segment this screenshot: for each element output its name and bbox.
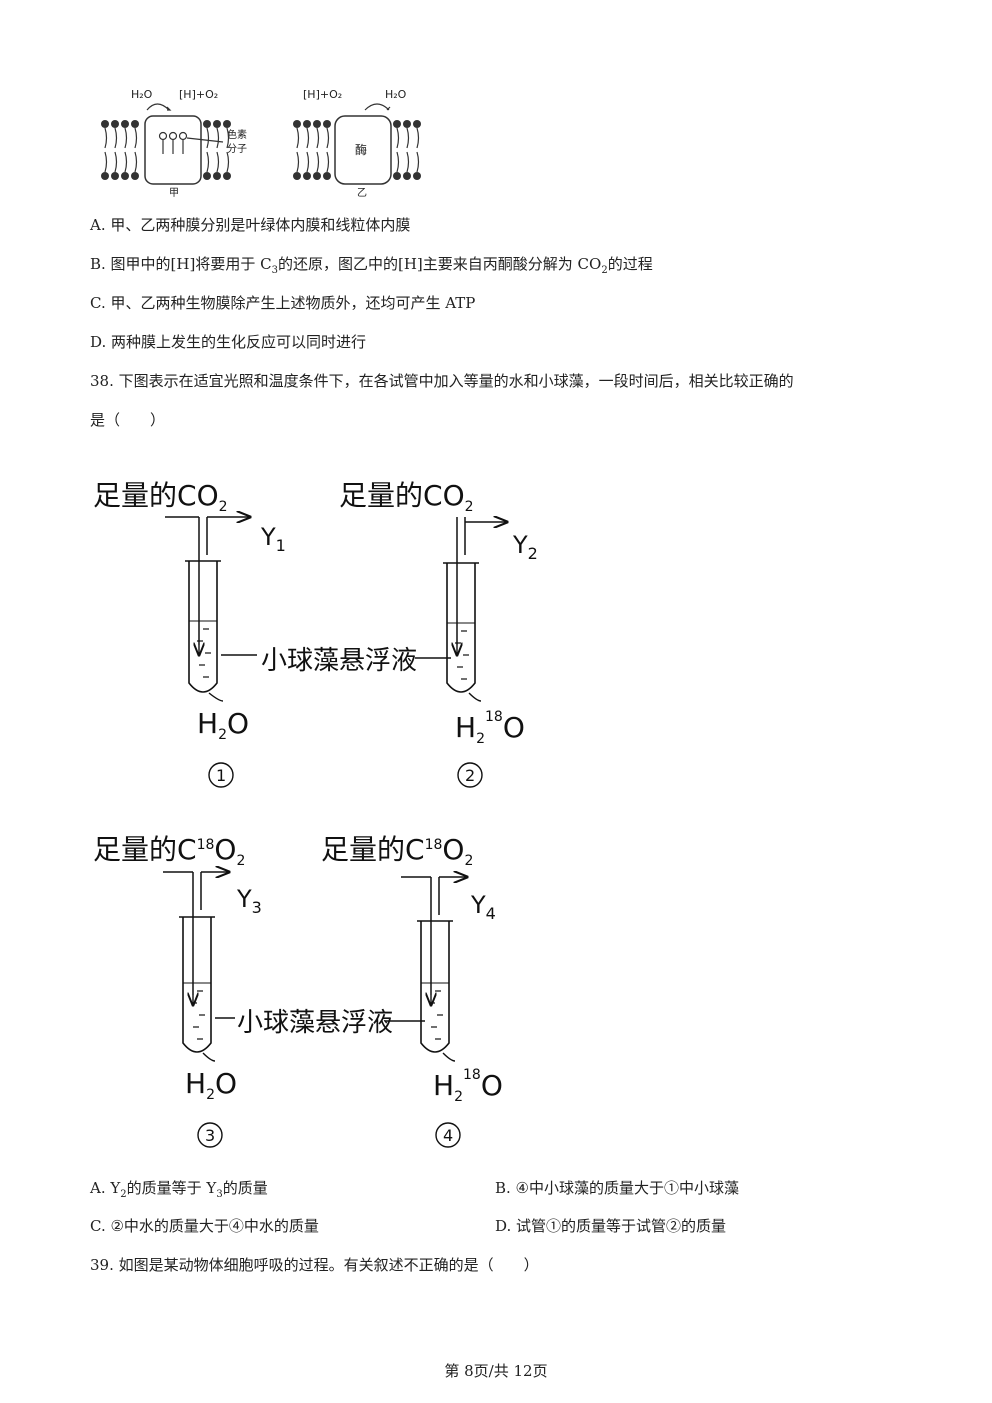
tube4-gas-prefix: 足量的 (321, 833, 405, 866)
tube-2: 足量的CO2 Y2 H218O 2 ② (339, 479, 538, 788)
tube4-gas-sub: 2 (464, 853, 473, 869)
jia-right-label: [H]+O₂ (179, 88, 218, 101)
q38-a-pre: A. Y (90, 1179, 121, 1197)
svg-text:足量的C18O2: 足量的C18O2 (321, 833, 473, 869)
tube4-gas: C (405, 833, 425, 866)
yi-left-label: [H]+O₂ (303, 88, 342, 101)
tube3-gas2: O (214, 833, 236, 866)
tube2-water-sup: 18 (485, 709, 503, 725)
tube4-water-sup: 18 (463, 1067, 481, 1083)
q37-option-d: D. 两种膜上发生的生化反应可以同时进行 (90, 333, 367, 351)
tube-3: 足量的C18O2 Y3 H2O 3 ③ (93, 833, 262, 1148)
tube1-gas: CO (177, 479, 219, 512)
suspension-label-top: 小球藻悬浮液 (261, 646, 417, 676)
svg-text:H2O: H2O (185, 1067, 237, 1103)
tube2-out: Y (512, 531, 528, 559)
yi-enzyme-label: 酶 (355, 142, 367, 157)
jia-pigment-label-1: 色素 (227, 128, 247, 141)
q38-stem-line2: 是（ ） (90, 411, 166, 429)
q37-b-sub: 3 (271, 265, 278, 276)
q37-b-sub2: 2 (601, 265, 608, 276)
tube2-out-sub: 2 (528, 544, 538, 563)
jia-caption: 甲 (169, 188, 179, 199)
q37-option-c: C. 甲、乙两种生物膜除产生上述物质外，还均可产生 ATP (90, 294, 476, 312)
tube2-gas-sub: 2 (465, 499, 474, 515)
tube3-gas-sub: 2 (236, 853, 245, 869)
svg-text:H218O: H218O (455, 709, 525, 747)
q37-option-b: B. 图甲中的[H]将要用于 C3的还原，图乙中的[H]主要来自丙酮酸分解为 C… (90, 254, 653, 281)
tube3-water: H (185, 1067, 206, 1100)
tube1-water-end: O (227, 707, 249, 740)
svg-text:Y4: Y4 (470, 891, 496, 923)
membrane-jia: H₂O [H]+O₂ 色素 分子 甲 (101, 88, 247, 199)
svg-text:足量的CO2: 足量的CO2 (93, 479, 228, 515)
tube3-gas: C (177, 833, 197, 866)
q39-stem: 39. 如图是某动物体细胞呼吸的过程。有关叙述不正确的是（ ） (90, 1256, 539, 1274)
svg-text:足量的C18O2: 足量的C18O2 (93, 833, 245, 869)
jia-pigment-label-2: 分子 (227, 143, 247, 155)
tube2-gas: CO (423, 479, 465, 512)
q38-a-sub2: 3 (216, 1189, 223, 1200)
tube4-gas-sup: 18 (425, 837, 443, 853)
tube4-water-end: O (481, 1069, 503, 1102)
tube2-water-sub: 2 (476, 731, 485, 747)
svg-text:Y3: Y3 (236, 885, 262, 917)
membrane-yi: [H]+O₂ H₂O 酶 乙 (293, 88, 421, 199)
yi-caption: 乙 (357, 187, 367, 199)
q38-tubes-figure: 足量的CO2 Y1 H2O 1 ① 足量的CO2 Y2 H218O 2 ② (93, 479, 538, 1148)
svg-text:3: 3 (205, 1126, 215, 1145)
tube1-gas-sub: 2 (219, 499, 228, 515)
tube1-gas-prefix: 足量的 (93, 479, 177, 512)
page-footer: 第 8页/共 12页 (444, 1362, 548, 1380)
q38-stem-line1: 38. 下图表示在适宜光照和温度条件下，在各试管中加入等量的水和小球藻，一段时间… (90, 372, 794, 390)
tube4-gas2: O (442, 833, 464, 866)
q38-option-b: B. ④中小球藻的质量大于①中小球藻 (495, 1179, 740, 1197)
tube3-out-sub: 3 (252, 898, 262, 917)
q38-option-d: D. 试管①的质量等于试管②的质量 (495, 1217, 727, 1235)
svg-text:H2O: H2O (197, 707, 249, 743)
tube3-water-sub: 2 (206, 1087, 215, 1103)
tube3-gas-prefix: 足量的 (93, 833, 177, 866)
tube-1: 足量的CO2 Y1 H2O 1 ① (93, 479, 286, 788)
tube2-water-end: O (503, 711, 525, 744)
tube2-water: H (455, 711, 476, 744)
q38-a-post: 的质量 (222, 1179, 268, 1197)
svg-text:4: 4 (443, 1126, 453, 1145)
tube4-water-sub: 2 (454, 1089, 463, 1105)
tube4-out: Y (470, 891, 486, 919)
tube4-out-sub: 4 (486, 904, 496, 923)
tube1-out: Y (260, 523, 276, 551)
tube3-out: Y (236, 885, 252, 913)
membrane-figure: H₂O [H]+O₂ 色素 分子 甲 [H]+O₂ H₂O 酶 乙 (101, 88, 421, 199)
svg-text:1: 1 (216, 766, 226, 785)
q38-a-mid: 的质量等于 Y (126, 1179, 217, 1197)
tube1-out-sub: 1 (276, 536, 286, 555)
yi-right-label: H₂O (385, 88, 407, 101)
suspension-label-bottom: 小球藻悬浮液 (237, 1008, 393, 1038)
jia-left-label: H₂O (131, 88, 153, 101)
q38-a-sub: 2 (120, 1189, 127, 1200)
svg-text:H218O: H218O (433, 1067, 503, 1105)
q38-option-a: A. Y2的质量等于 Y3的质量 (90, 1178, 268, 1205)
q37-b-post: 的过程 (607, 255, 653, 273)
tube1-water-sub: 2 (218, 727, 227, 743)
tube3-gas-sup: 18 (197, 837, 215, 853)
tube2-gas-prefix: 足量的 (339, 479, 423, 512)
tube4-water: H (433, 1069, 454, 1102)
tube-4: 足量的C18O2 Y4 H218O 4 ④ (321, 833, 503, 1148)
svg-text:Y2: Y2 (512, 531, 538, 563)
tube3-water-end: O (215, 1067, 237, 1100)
tube1-water: H (197, 707, 218, 740)
svg-text:2: 2 (465, 766, 475, 785)
svg-text:足量的CO2: 足量的CO2 (339, 479, 474, 515)
q37-b-mid: 的还原，图乙中的[H]主要来自丙酮酸分解为 CO (277, 255, 602, 273)
q38-option-c: C. ②中水的质量大于④中水的质量 (90, 1217, 319, 1235)
svg-text:Y1: Y1 (260, 523, 286, 555)
q37-b-pre: B. 图甲中的[H]将要用于 C (90, 255, 272, 273)
q37-option-a: A. 甲、乙两种膜分别是叶绿体内膜和线粒体内膜 (90, 216, 411, 234)
